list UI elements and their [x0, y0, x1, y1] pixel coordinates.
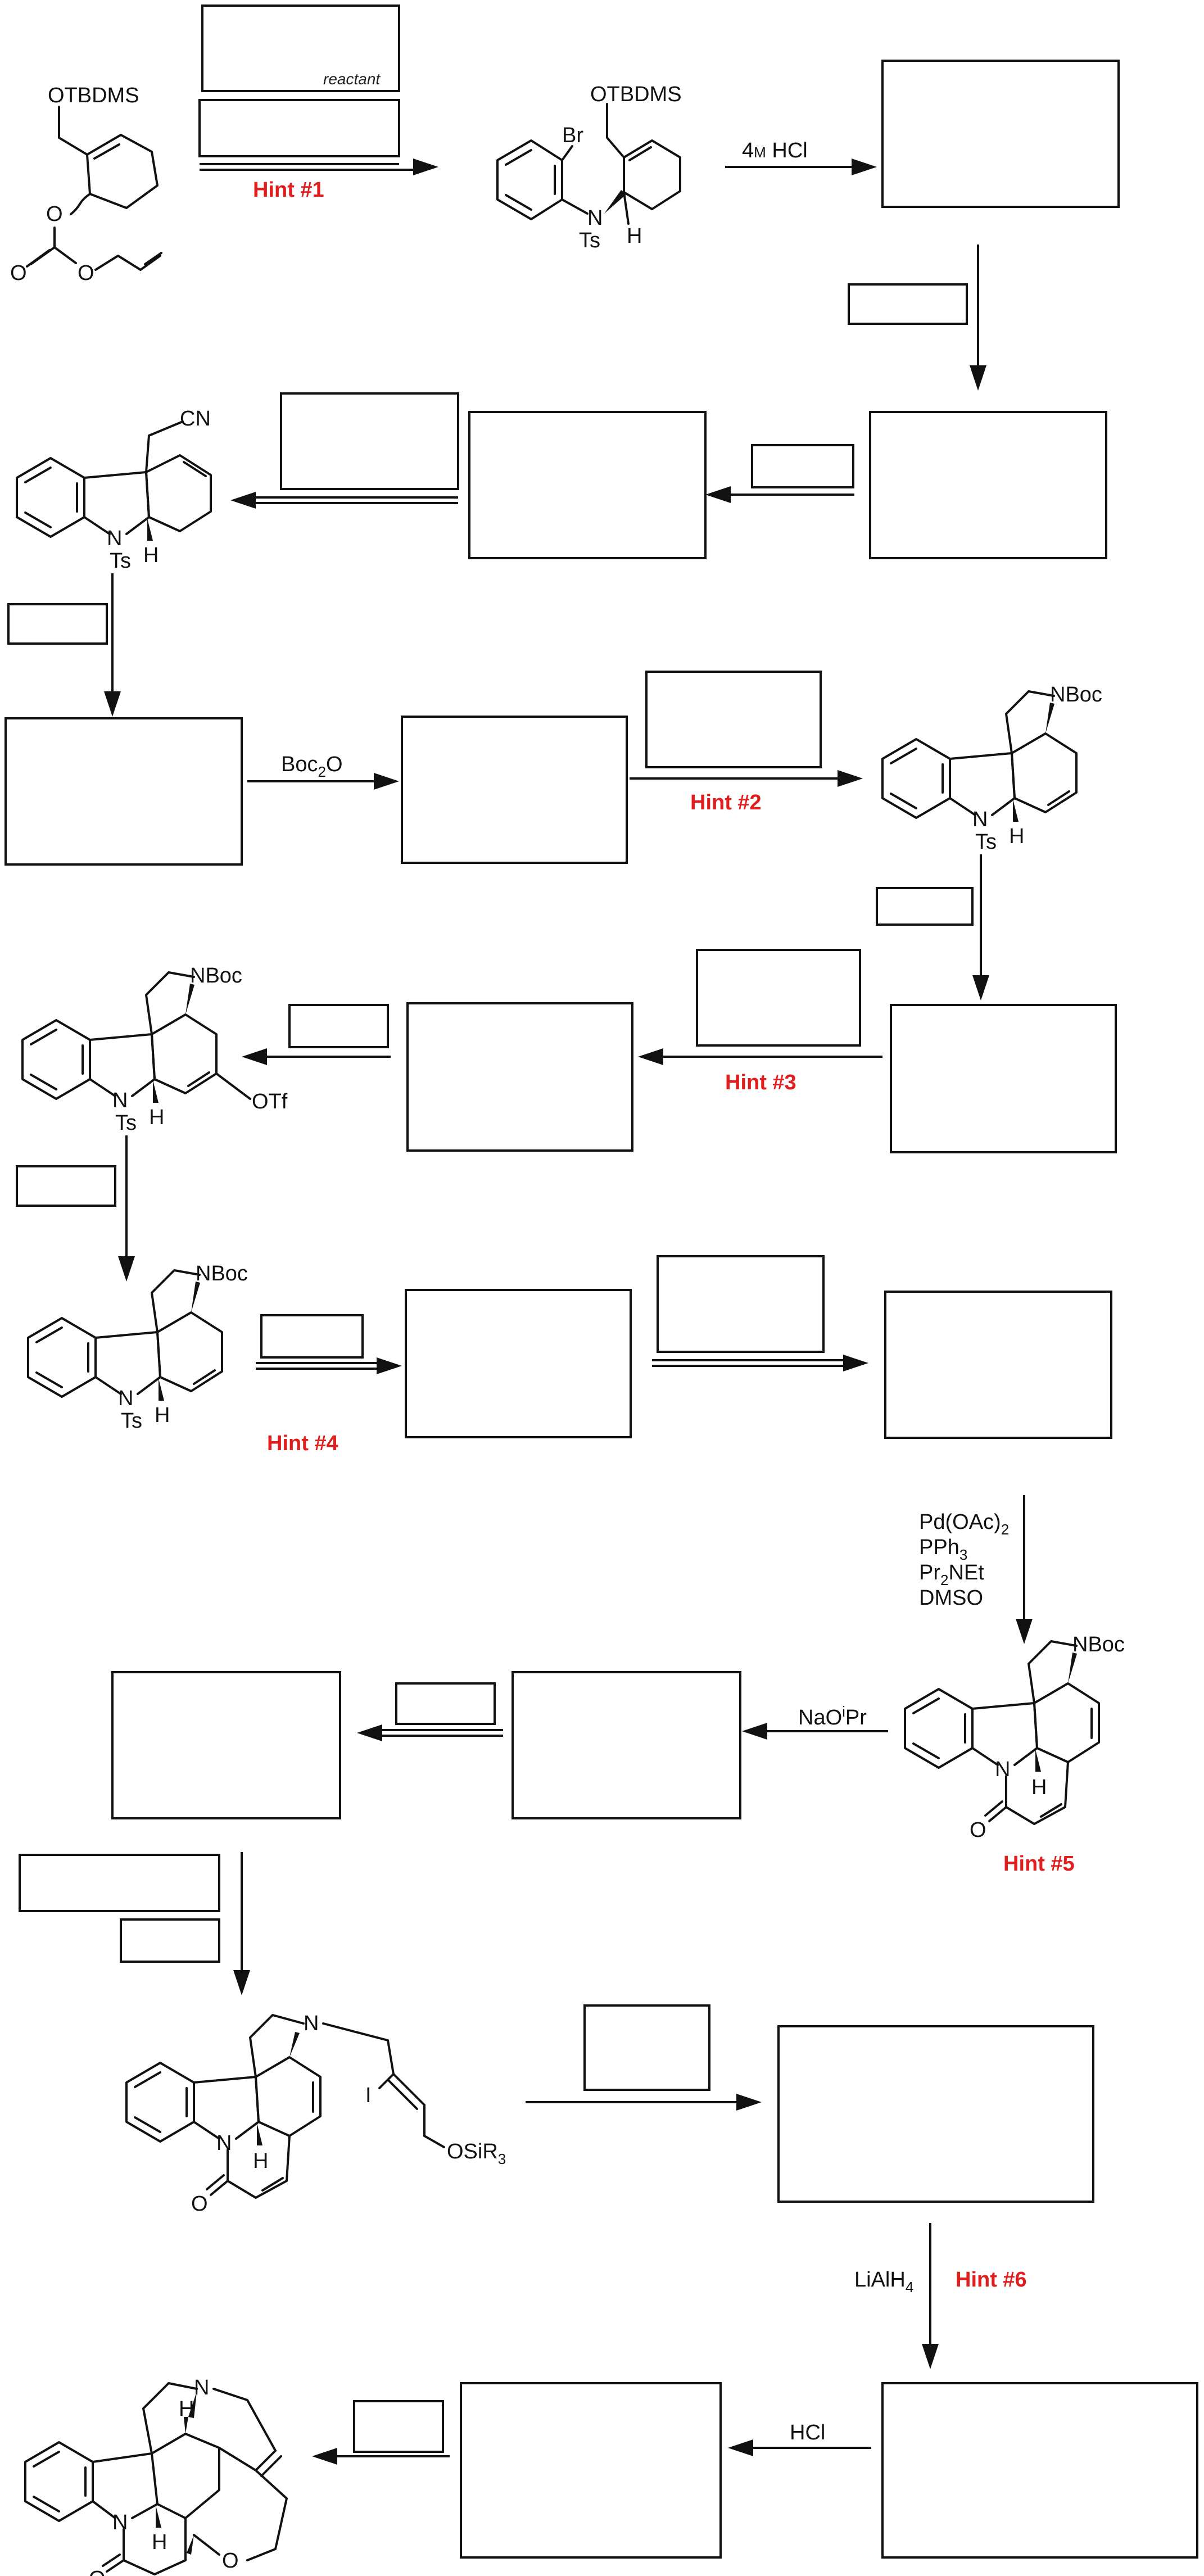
h-label-5: H	[155, 1404, 170, 1427]
vinyl-triflate-structure: N Ts H OTf NBoc	[21, 964, 288, 1135]
lactam-o-label-3: O	[89, 2567, 106, 2576]
nitrile-indoline-structure: N Ts H CN	[16, 407, 212, 573]
lactam-diene-structure: N H O NBoc	[904, 1633, 1125, 1842]
hcl-label: HCl	[790, 2421, 825, 2444]
ts-label-2: Ts	[110, 549, 131, 573]
hint-3: Hint #3	[725, 1071, 796, 1094]
pph3-label: PPh3	[919, 1536, 967, 1563]
n-label-10: N	[194, 2376, 209, 2400]
nboc-label-1: NBoc	[1050, 683, 1102, 707]
lactam-o-label-2: O	[191, 2192, 208, 2216]
pr2net-label: Pr2NEt	[919, 1561, 984, 1588]
nboc-alkene-structure: N Ts H NBoc	[881, 683, 1102, 854]
ts-label-5: Ts	[121, 1409, 142, 1433]
n-label-6: N	[995, 1758, 1010, 1781]
ts-label-1: Ts	[579, 229, 600, 252]
n-label-7: N	[216, 2131, 232, 2155]
reagent-box-9[interactable]	[288, 1004, 389, 1048]
reagent-box-15[interactable]	[120, 1918, 220, 1963]
naoipr-label: NaOiPr	[798, 1703, 867, 1730]
reagent-box-8[interactable]	[696, 949, 861, 1047]
product-box-3[interactable]	[468, 411, 707, 559]
reagent-box-2[interactable]	[848, 283, 968, 325]
starting-material-structure: OTBDMS O O O	[10, 84, 162, 285]
product-box-11[interactable]	[111, 1671, 341, 1819]
n-label-1: N	[587, 206, 603, 230]
pd-oac2-label: Pd(OAc)2	[919, 1510, 1009, 1538]
h-label-8: H	[152, 2530, 167, 2554]
hcl-4m-label: 4M HCl	[742, 139, 808, 162]
ether-o-label: O	[78, 261, 94, 285]
product-box-10[interactable]	[512, 1671, 741, 1819]
n-label-3: N	[972, 808, 988, 831]
lialh4-label: LiAlH4	[854, 2268, 913, 2296]
n-label-9: N	[112, 2511, 128, 2534]
product-box-6[interactable]	[890, 1004, 1117, 1153]
product-box-14[interactable]	[460, 2382, 722, 2559]
product-box-8[interactable]	[405, 1289, 632, 1438]
hint-2: Hint #2	[690, 791, 762, 814]
nboc-label-2: NBoc	[190, 964, 242, 988]
h-label-7: H	[253, 2149, 268, 2173]
h-label-6: H	[1031, 1776, 1047, 1799]
vinyl-iodide-amine-structure: N H O N I OSiR3	[125, 2012, 506, 2216]
reagent-box-1b[interactable]	[198, 99, 400, 157]
hint-1: Hint #1	[253, 178, 324, 202]
reagent-box-6[interactable]	[645, 671, 822, 768]
aryl-bromide-structure: Br N Ts H OTBDMS	[496, 83, 682, 252]
reagent-box-13[interactable]	[395, 1682, 496, 1725]
osir3-label: OSiR3	[447, 2140, 506, 2167]
iodo-label: I	[365, 2084, 372, 2107]
otbdms-label: OTBDMS	[48, 84, 139, 107]
ts-label-4: Ts	[115, 1111, 137, 1135]
product-box-1[interactable]	[881, 60, 1120, 208]
ts-label-3: Ts	[975, 830, 997, 854]
n-label-8: N	[304, 2012, 319, 2035]
otf-label: OTf	[252, 1090, 288, 1113]
product-box-2[interactable]	[869, 411, 1107, 559]
h-label-1: H	[627, 224, 642, 248]
carbonate-o-label: O	[46, 202, 63, 226]
product-box-5[interactable]	[401, 716, 628, 864]
n-label-2: N	[107, 527, 122, 550]
reagent-box-14[interactable]	[19, 1854, 220, 1912]
lactam-o-label-1: O	[970, 1818, 986, 1842]
product-box-4[interactable]	[4, 717, 243, 866]
reagent-box-17[interactable]	[353, 2400, 444, 2453]
br-label: Br	[562, 124, 583, 147]
hint-4: Hint #4	[267, 1432, 338, 1455]
reagent-box-4[interactable]	[280, 392, 459, 490]
reactant-caption: reactant	[323, 70, 381, 88]
product-box-9[interactable]	[884, 1291, 1112, 1439]
reagent-box-16[interactable]	[583, 2004, 710, 2091]
product-box-12[interactable]	[777, 2025, 1094, 2203]
reagent-box-3[interactable]	[751, 444, 854, 488]
hint-6: Hint #6	[956, 2268, 1027, 2292]
boc2o-label: Boc2O	[281, 753, 343, 780]
diene-structure: N Ts H NBoc	[27, 1262, 248, 1433]
reagent-box-1a[interactable]	[201, 4, 400, 92]
reagent-box-11[interactable]	[260, 1314, 364, 1359]
n-label-5: N	[118, 1387, 133, 1410]
h-label-2: H	[143, 544, 159, 567]
reagent-box-10[interactable]	[16, 1165, 116, 1207]
reagent-box-5[interactable]	[7, 603, 108, 645]
reagent-box-7[interactable]	[876, 887, 974, 926]
carbonyl-o-label: O	[10, 261, 27, 285]
cn-label: CN	[180, 407, 211, 431]
otbdms-label-2: OTBDMS	[590, 83, 682, 106]
n-label-4: N	[112, 1089, 128, 1112]
strychnine-structure: N H O H O N	[24, 2376, 288, 2576]
h-label-3: H	[1009, 825, 1024, 848]
h-label-4: H	[149, 1106, 164, 1129]
product-box-13[interactable]	[881, 2382, 1198, 2559]
dmso-label: DMSO	[919, 1586, 983, 1610]
reagent-box-12[interactable]	[657, 1255, 825, 1353]
nboc-label-3: NBoc	[196, 1262, 248, 1285]
hint-5: Hint #5	[1003, 1852, 1075, 1876]
product-box-7[interactable]	[406, 1002, 633, 1152]
ether-o-label-2: O	[222, 2549, 239, 2573]
nboc-label-4: NBoc	[1072, 1633, 1125, 1656]
